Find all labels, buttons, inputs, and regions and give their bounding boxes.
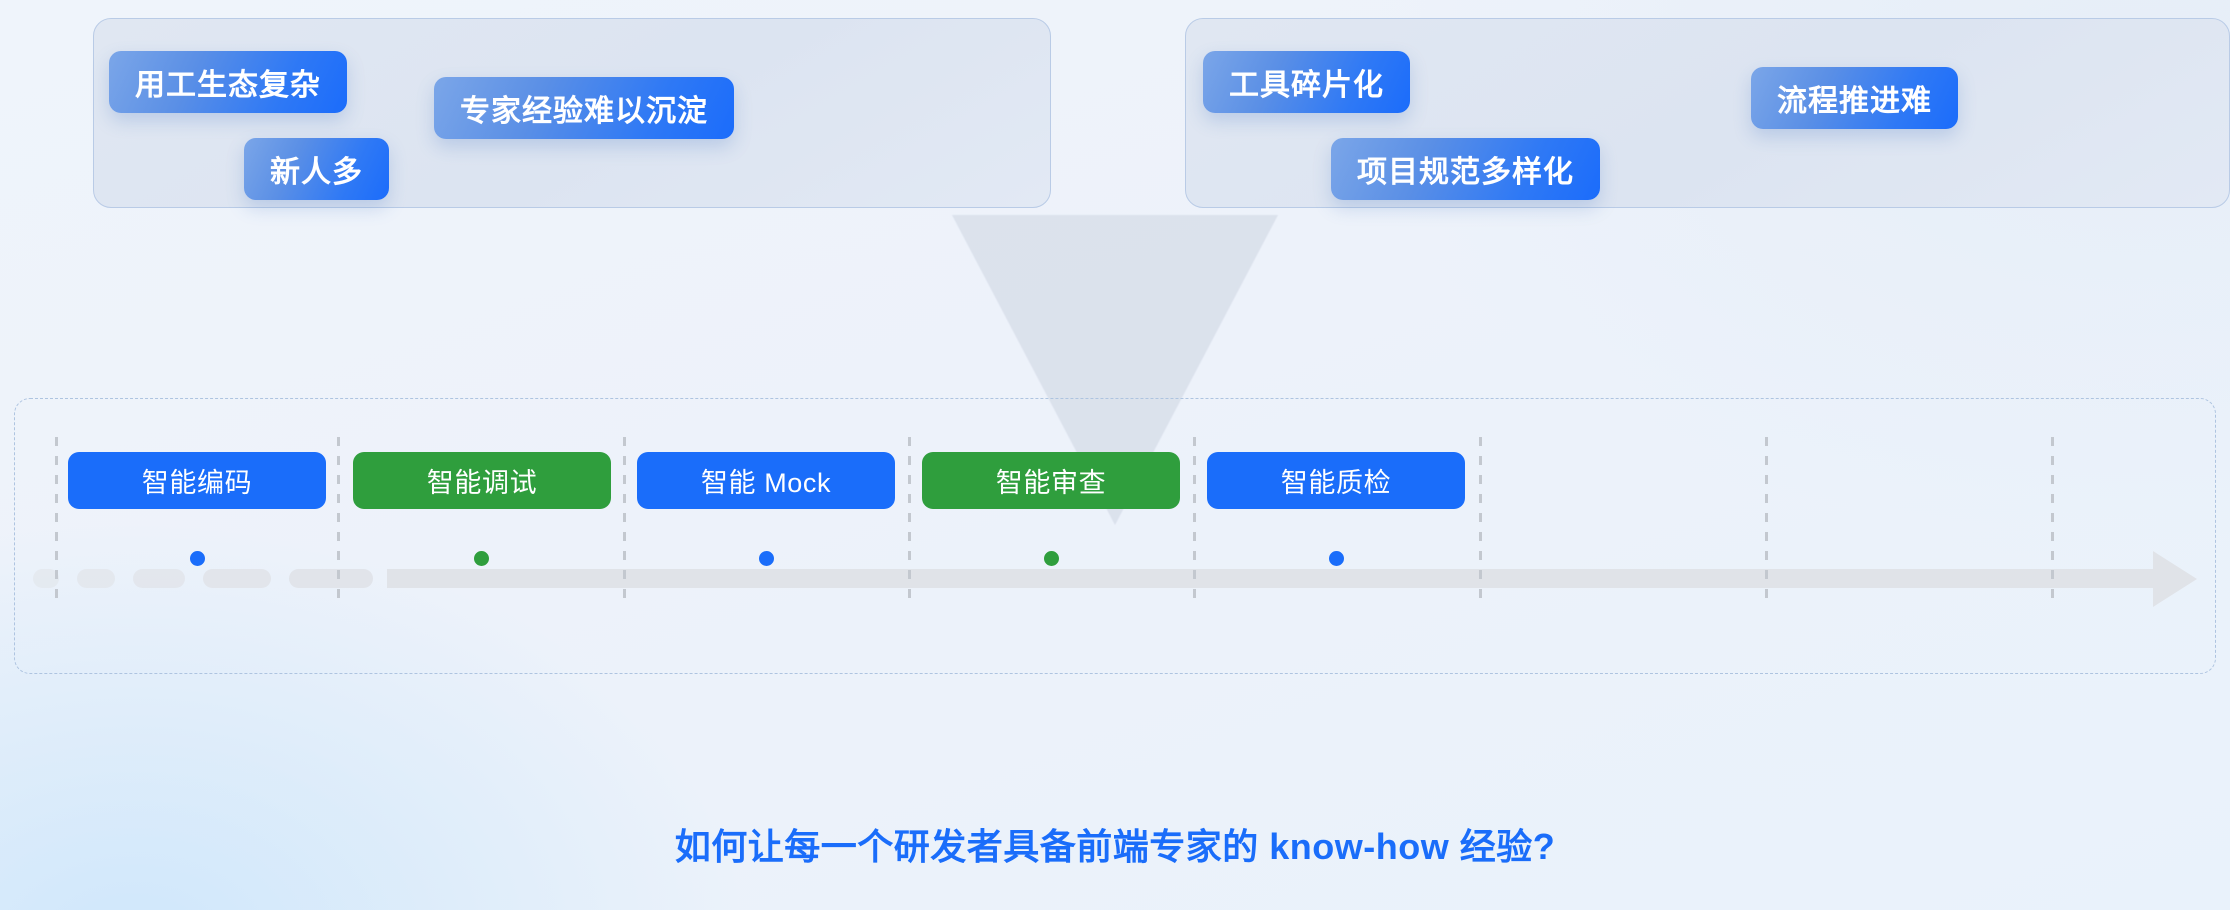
- stage-dot-smart-review: [1044, 551, 1059, 566]
- stage-pill-smart-mock[interactable]: 智能 Mock: [637, 452, 895, 509]
- timeline-tick: [1193, 437, 1196, 599]
- problem-tag-many-newcomers[interactable]: 新人多: [244, 138, 389, 200]
- stage-pill-smart-coding[interactable]: 智能编码: [68, 452, 326, 509]
- timeline-tick: [908, 437, 911, 599]
- problem-panel-left: 用工生态复杂 专家经验难以沉淀 新人多: [93, 18, 1051, 208]
- track-solid-line: [387, 569, 2157, 588]
- track-segment: [289, 569, 373, 588]
- timeline-tick: [1479, 437, 1482, 599]
- problem-tag-process-hard-to-advance[interactable]: 流程推进难: [1751, 67, 1958, 129]
- problem-panel-right: 工具碎片化 流程推进难 项目规范多样化: [1185, 18, 2230, 208]
- problem-tag-diverse-project-standards[interactable]: 项目规范多样化: [1331, 138, 1600, 200]
- stage-dot-smart-debugging: [474, 551, 489, 566]
- track-segment: [203, 569, 271, 588]
- problem-tag-talent-ecosystem[interactable]: 用工生态复杂: [109, 51, 347, 113]
- timeline-tick: [623, 437, 626, 599]
- stage-pill-smart-review[interactable]: 智能审查: [922, 452, 1180, 509]
- track-segment: [133, 569, 185, 588]
- timeline-tick: [2051, 437, 2054, 599]
- track-segment: [77, 569, 115, 588]
- stage-pill-smart-qa[interactable]: 智能质检: [1207, 452, 1465, 509]
- stage-dot-smart-mock: [759, 551, 774, 566]
- stage-pill-smart-debugging[interactable]: 智能调试: [353, 452, 611, 509]
- timeline-tick: [337, 437, 340, 599]
- timeline-tick: [1765, 437, 1768, 599]
- timeline-tick: [55, 437, 58, 599]
- track-arrow-head: [2153, 551, 2197, 607]
- timeline-track: [15, 399, 2215, 673]
- capability-timeline-panel: 智能编码 智能调试 智能 Mock 智能审查 智能质检: [14, 398, 2216, 674]
- stage-dot-smart-qa: [1329, 551, 1344, 566]
- page-headline: 如何让每一个研发者具备前端专家的 know-how 经验?: [674, 826, 1556, 867]
- problem-tag-expert-experience[interactable]: 专家经验难以沉淀: [434, 77, 734, 139]
- problem-tag-fragmented-tools[interactable]: 工具碎片化: [1203, 51, 1410, 113]
- stage-dot-smart-coding: [190, 551, 205, 566]
